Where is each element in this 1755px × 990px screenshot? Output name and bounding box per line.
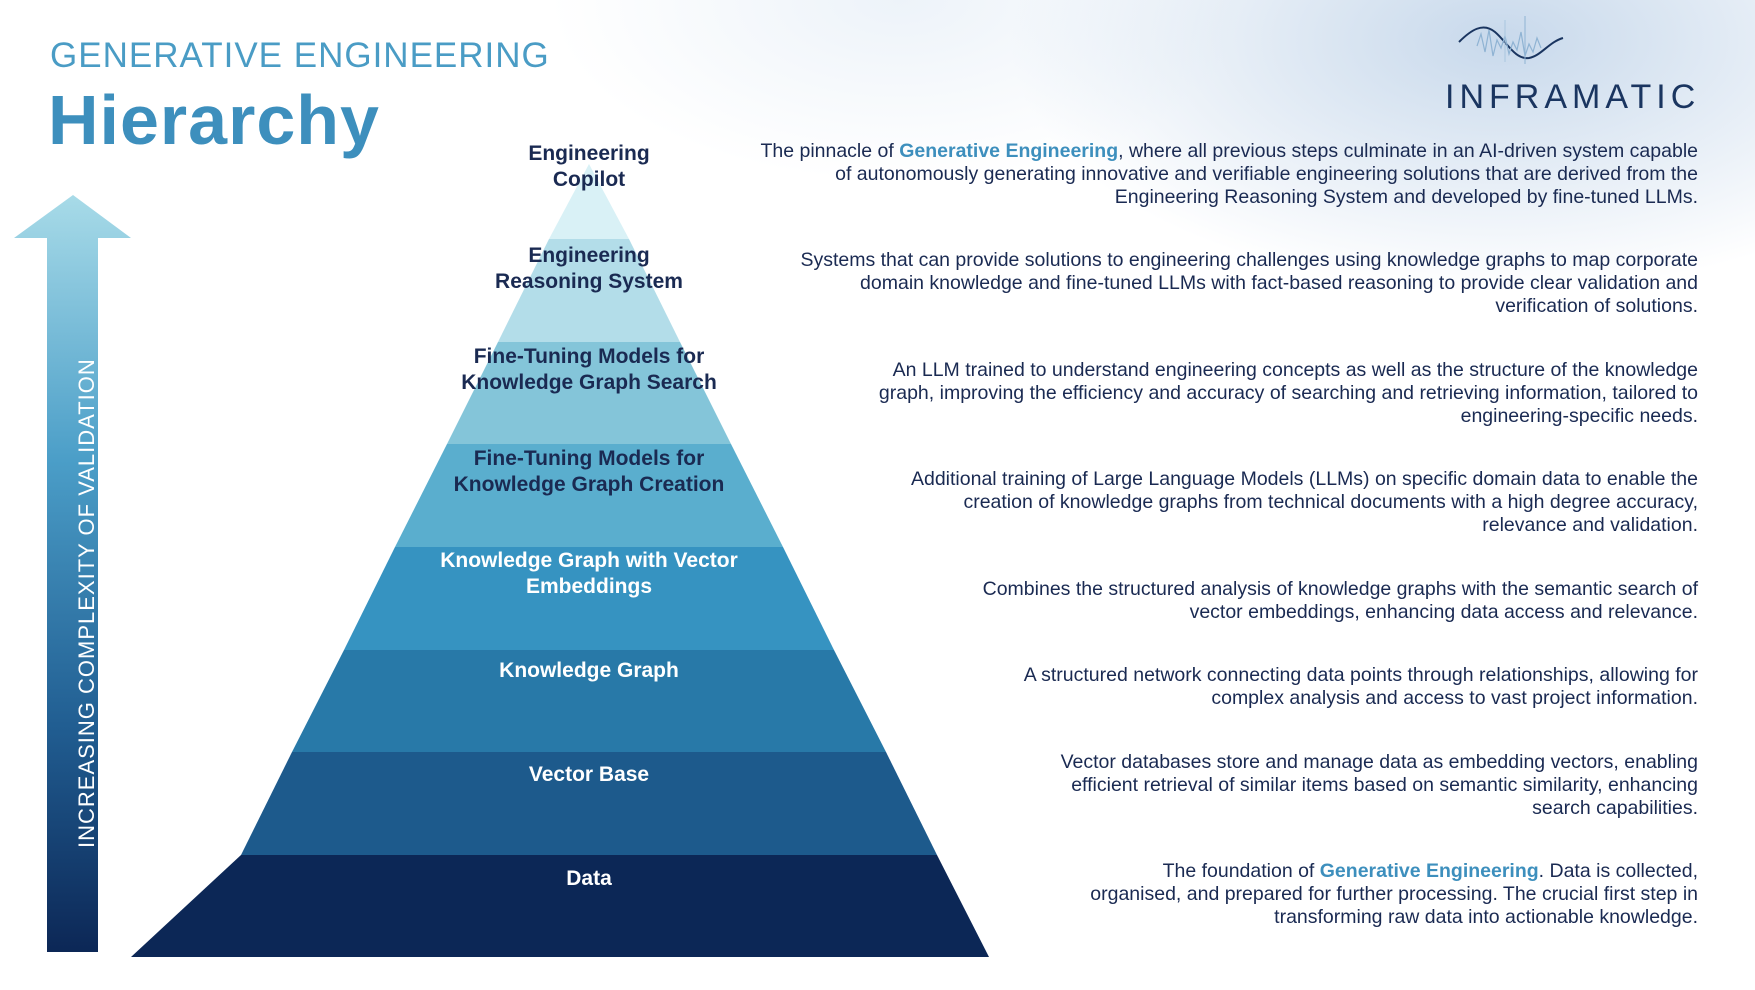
tier-label-line: Data — [566, 867, 612, 890]
tier-description-kg-search: An LLM trained to understand engineering… — [878, 359, 1698, 427]
tier-label-line: Knowledge Graph with Vector — [440, 549, 738, 572]
tier-label-kg-vector: Knowledge Graph with Vector Embeddings — [399, 548, 779, 600]
tier-description-kg-vector: Combines the structured analysis of know… — [982, 578, 1698, 623]
highlight-term: Generative Engineering — [1319, 860, 1539, 882]
tier-label-line: Fine-Tuning Models for — [473, 345, 705, 368]
pyramid-tier-kg-search — [447, 342, 731, 444]
pyramid-tier-vector-base — [241, 752, 937, 855]
pyramid-tier-engineering-reasoning-system — [498, 239, 680, 342]
tier-label-line: Fine-Tuning Models for — [473, 447, 705, 470]
pyramid-tier-knowledge-graph — [292, 650, 886, 752]
tier-description-engineering-reasoning-system: Systems that can provide solutions to en… — [800, 249, 1698, 317]
tier-label-line: Engineering — [528, 244, 650, 267]
tier-label-data: Data — [409, 866, 769, 892]
tier-label-line: Knowledge Graph — [499, 659, 679, 682]
tier-label-line: Reasoning System — [495, 270, 683, 293]
tier-label-kg-search: Fine-Tuning Models for Knowledge Graph S… — [409, 344, 769, 396]
tier-label-kg-creation: Fine-Tuning Models for Knowledge Graph C… — [409, 446, 769, 498]
tier-description-knowledge-graph: A structured network connecting data poi… — [1023, 664, 1698, 709]
pyramid-tier-data — [131, 855, 989, 957]
tier-label-line: Vector Base — [528, 763, 650, 786]
tier-description-engineering-copilot: The pinnacle of Generative Engineering, … — [760, 140, 1698, 208]
tier-description-vector-base: Vector databases store and manage data a… — [1060, 751, 1698, 819]
page-subtitle: GENERATIVE ENGINEERING — [50, 36, 550, 75]
tier-label-line: Engineering — [528, 142, 650, 165]
logo-wordmark: INFRAMATIC — [1445, 78, 1701, 116]
highlight-term: Generative Engineering — [899, 140, 1119, 162]
tier-label-engineering-reasoning-system: Engineering Reasoning System — [409, 243, 769, 295]
tier-label-line: Copilot — [552, 168, 626, 191]
tier-label-line: Knowledge Graph Search — [461, 371, 717, 394]
pyramid-tier-kg-creation — [395, 444, 783, 547]
tier-description-data: The foundation of Generative Engineering… — [1090, 860, 1698, 928]
waveform-logo-icon — [1458, 16, 1564, 64]
company-logo: INFRAMATIC — [1445, 12, 1717, 122]
pyramid-tier-engineering-copilot — [549, 164, 629, 239]
tier-label-line: Knowledge Graph Creation — [453, 473, 725, 496]
tier-description-kg-creation: Additional training of Large Language Mo… — [910, 468, 1698, 536]
tier-label-knowledge-graph: Knowledge Graph — [409, 658, 769, 684]
tier-label-vector-base: Vector Base — [409, 762, 769, 788]
up-arrow-icon — [14, 195, 131, 952]
pyramid-tier-kg-vector — [344, 547, 834, 650]
tier-label-line: Embeddings — [525, 575, 652, 598]
page-title: Hierarchy — [48, 81, 380, 159]
tier-label-engineering-copilot: Engineering Copilot — [409, 141, 769, 193]
